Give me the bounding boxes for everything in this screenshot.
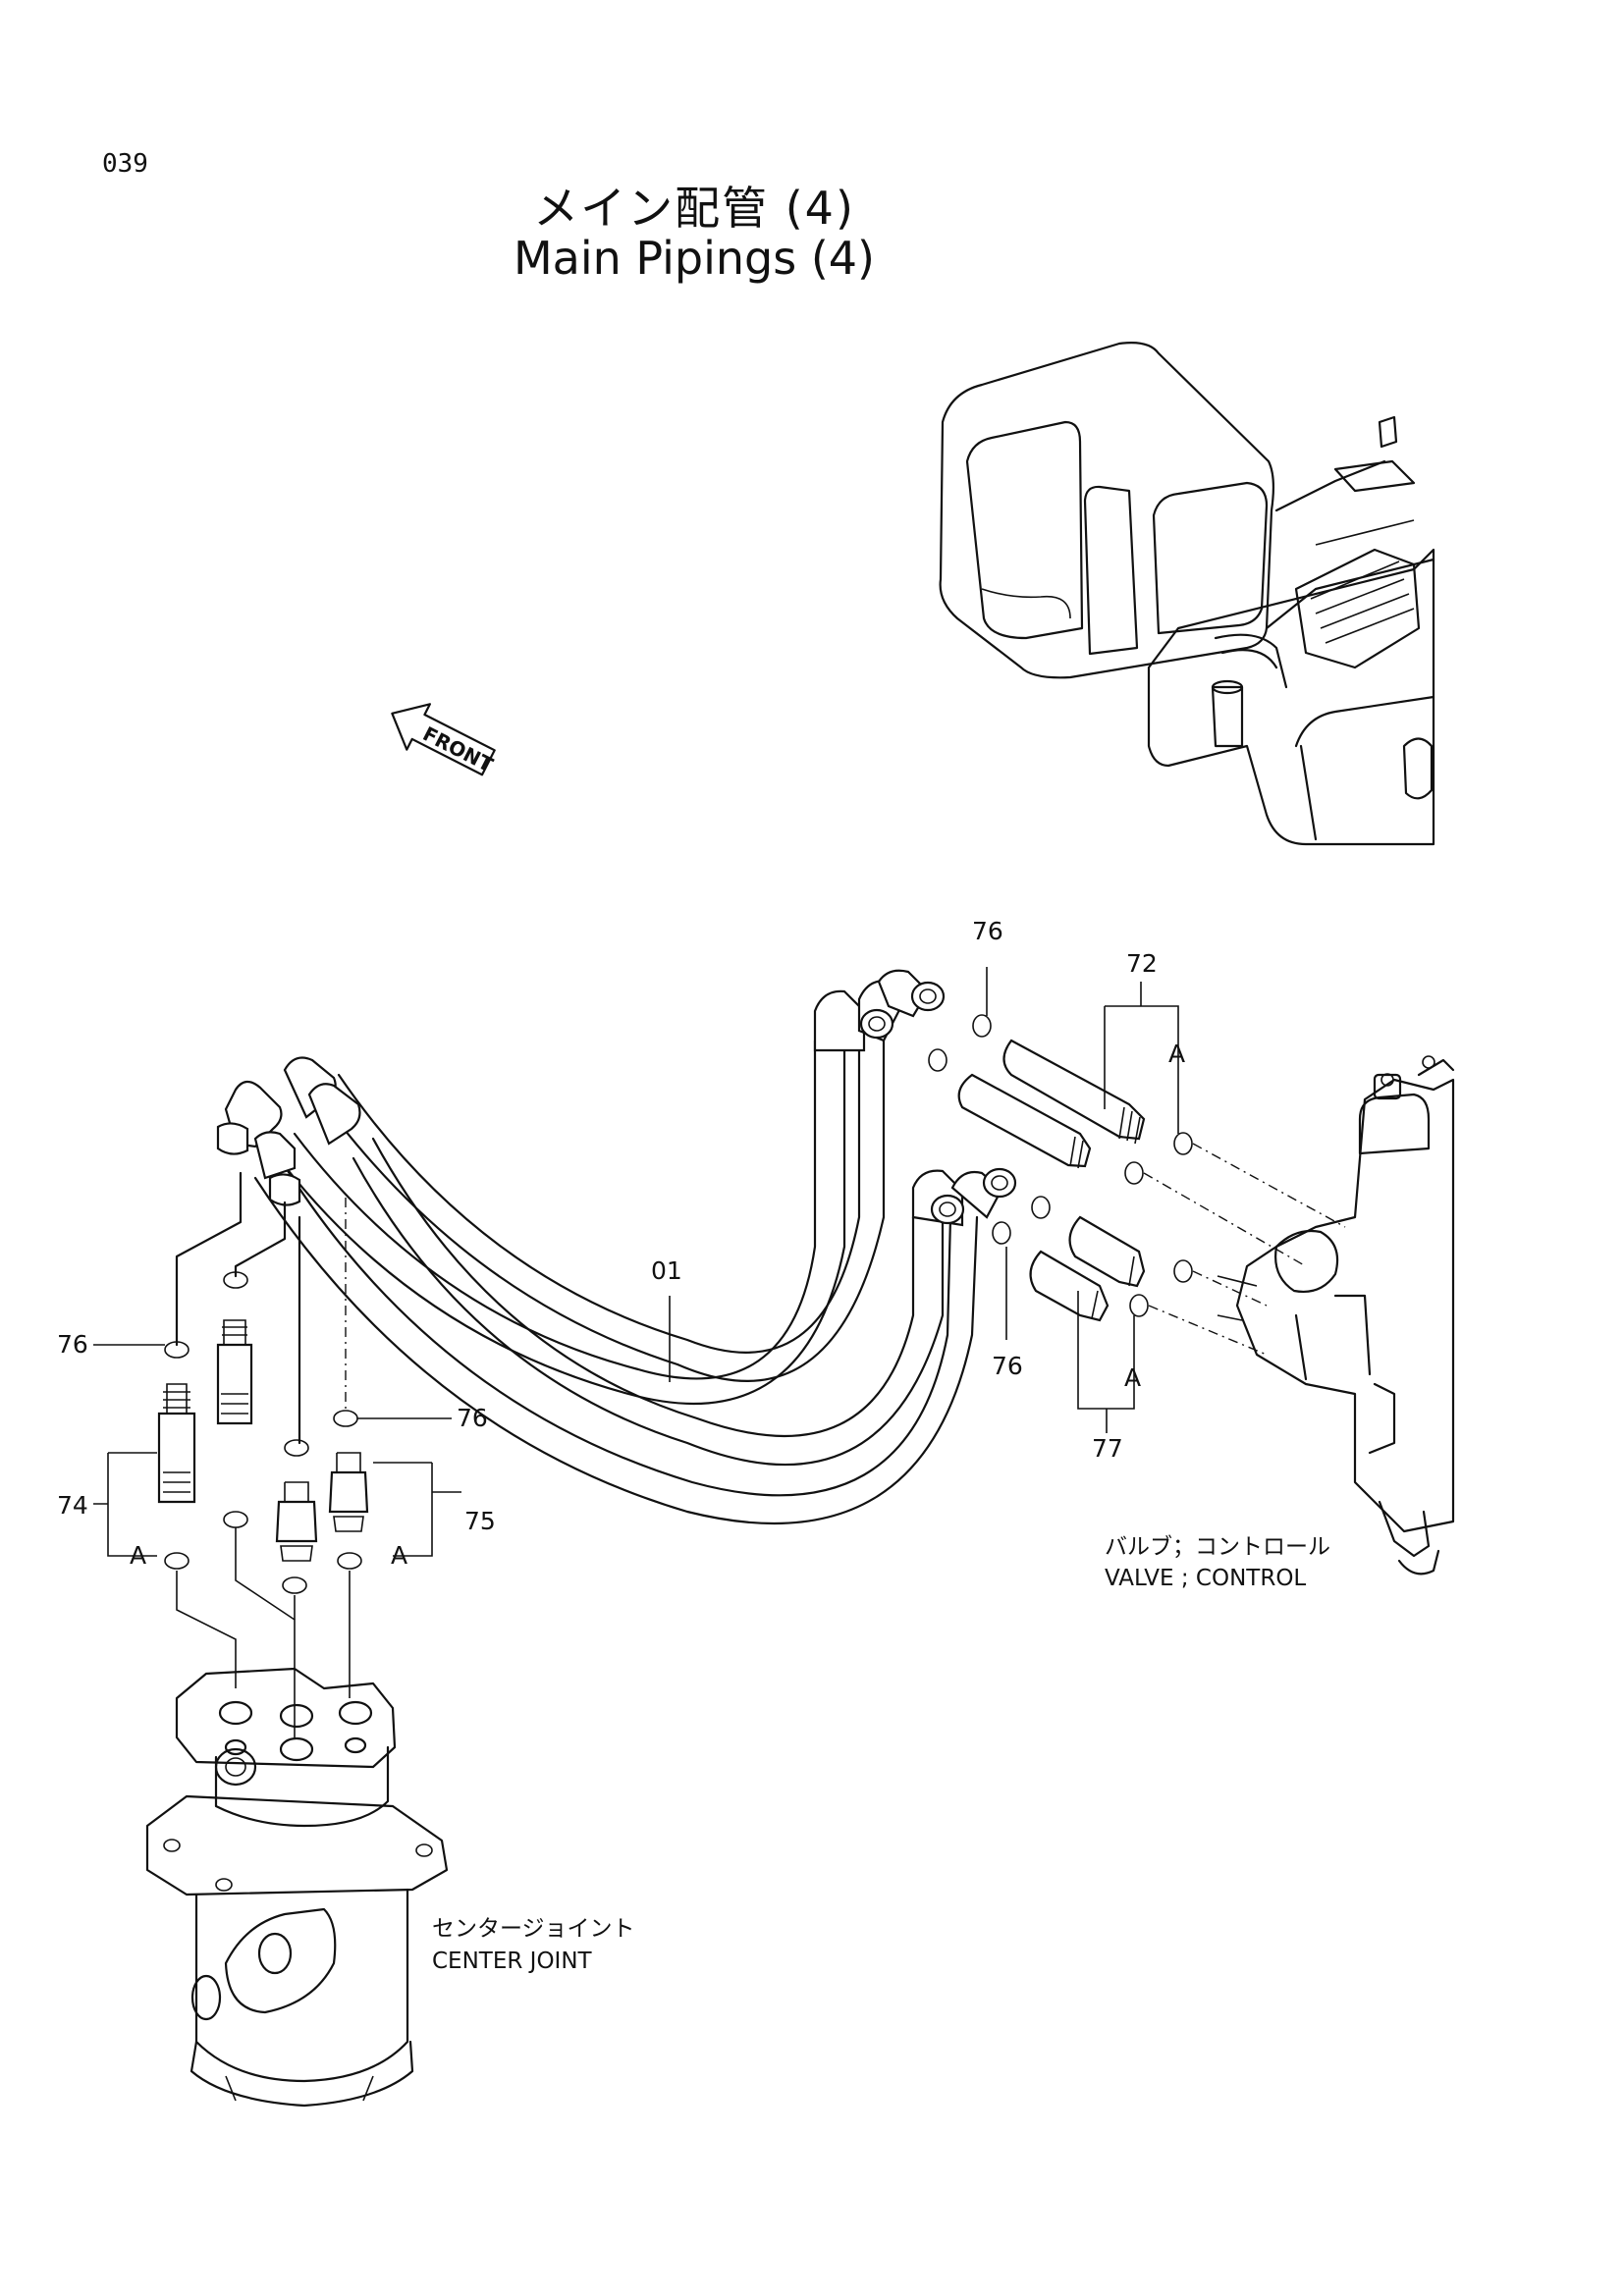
page-title-japanese: メイン配管 (4) bbox=[533, 182, 855, 235]
callout-74: 74 bbox=[57, 1491, 88, 1520]
adapter-72b bbox=[957, 1073, 1092, 1168]
valve-side-fittings bbox=[928, 1014, 1346, 1356]
hose-elbows-left bbox=[216, 1056, 361, 1206]
page-number: 039 bbox=[102, 149, 148, 179]
o-ring bbox=[928, 1048, 947, 1072]
control-valve bbox=[1217, 1055, 1455, 1575]
o-ring bbox=[1129, 1294, 1149, 1317]
adapter-75 bbox=[275, 1500, 318, 1543]
callout-74-detail-a: A bbox=[130, 1541, 146, 1570]
callout-76-left: 76 bbox=[57, 1330, 88, 1359]
o-ring bbox=[284, 1439, 309, 1457]
center-joint-label-english: CENTER JOINT bbox=[432, 1949, 593, 1974]
excavator-overview-illustration bbox=[939, 342, 1435, 846]
o-ring bbox=[1031, 1196, 1051, 1219]
o-ring bbox=[1124, 1161, 1144, 1185]
callout-72: 72 bbox=[1126, 949, 1158, 978]
adapter-77a bbox=[1068, 1215, 1146, 1288]
valve-label-english: VALVE ; CONTROL bbox=[1105, 1566, 1306, 1591]
hose-elbows-right bbox=[813, 969, 1017, 1227]
callout-77-detail-a: A bbox=[1124, 1363, 1141, 1392]
front-direction-arrow: FRONT bbox=[391, 703, 497, 776]
adapter-72a bbox=[1002, 1039, 1146, 1141]
left-fittings bbox=[157, 1171, 369, 1737]
o-ring bbox=[223, 1271, 248, 1289]
o-ring bbox=[333, 1410, 358, 1427]
valve-label-japanese: バルブ；コントロール bbox=[1105, 1534, 1330, 1560]
adapter-77b bbox=[1029, 1250, 1110, 1322]
callout-75-detail-a: A bbox=[391, 1541, 407, 1570]
o-ring bbox=[992, 1221, 1011, 1245]
o-ring bbox=[164, 1552, 189, 1570]
o-ring bbox=[1173, 1259, 1193, 1283]
callout-76-right: 76 bbox=[457, 1404, 488, 1432]
callout-01: 01 bbox=[651, 1256, 682, 1285]
callout-72-detail-a: A bbox=[1168, 1040, 1185, 1068]
o-ring bbox=[972, 1014, 992, 1038]
center-joint-label-japanese: センタージョイント bbox=[432, 1916, 635, 1942]
o-ring bbox=[1173, 1132, 1193, 1155]
callout-76-top: 76 bbox=[972, 917, 1003, 945]
callout-75: 75 bbox=[464, 1507, 496, 1535]
leader-lines bbox=[93, 967, 1179, 1557]
o-ring bbox=[337, 1552, 362, 1570]
center-joint bbox=[145, 1667, 449, 2108]
hose-bundle-01 bbox=[253, 1039, 979, 1525]
callout-77: 77 bbox=[1092, 1434, 1123, 1463]
o-ring bbox=[164, 1341, 189, 1359]
o-ring bbox=[282, 1576, 307, 1594]
page-title-english: Main Pipings (4) bbox=[513, 232, 876, 285]
adapter-74 bbox=[157, 1412, 196, 1504]
o-ring bbox=[223, 1511, 248, 1528]
control-valve-in-overview bbox=[1211, 548, 1421, 748]
callout-76-center: 76 bbox=[992, 1352, 1023, 1380]
